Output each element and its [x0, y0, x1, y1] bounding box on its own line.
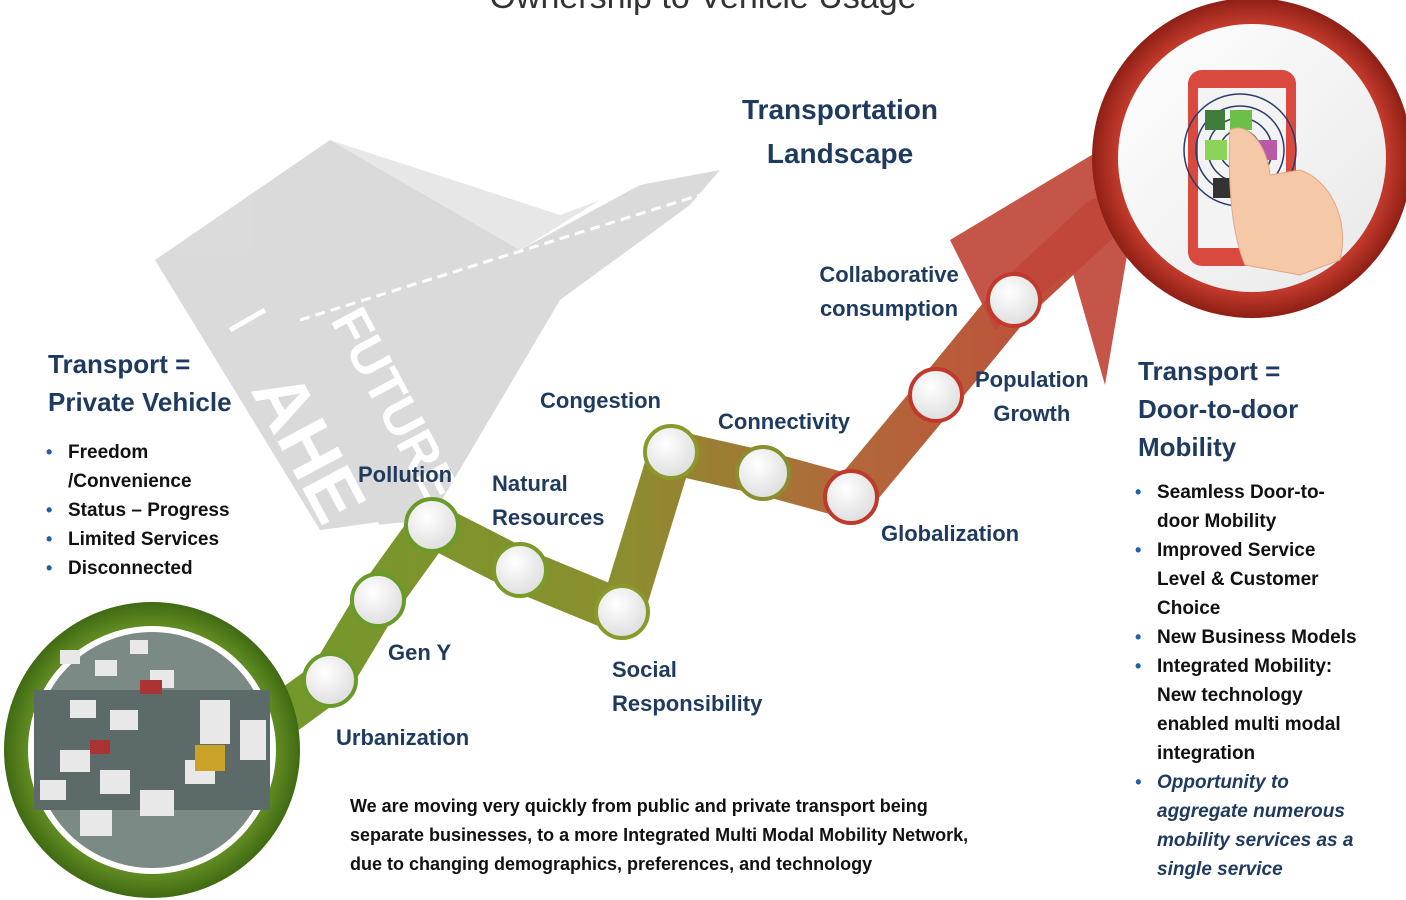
step-gen-y: Gen Y — [388, 640, 452, 665]
traffic-image — [4, 602, 300, 898]
right-heading: Transport = Door-to-door Mobility — [1138, 352, 1298, 466]
node-congestion — [643, 424, 699, 480]
node-collaborative-consumption — [986, 272, 1042, 328]
left-bullet: Status – Progress — [46, 496, 230, 525]
step-natural-line2: Resources — [492, 505, 605, 530]
right-bullet-italic: Opportunity to — [1135, 768, 1357, 797]
right-bullet: New Business Models — [1135, 623, 1357, 652]
landscape-line2: Landscape — [766, 138, 914, 169]
right-bullet-cont: Choice — [1157, 598, 1221, 619]
step-urbanization: Urbanization — [336, 725, 470, 750]
right-bullet: Seamless Door-to- — [1135, 478, 1357, 507]
left-heading-line2: Private Vehicle — [48, 387, 232, 417]
step-collab-line1: Collaborative — [819, 262, 959, 287]
step-pollution: Pollution — [358, 462, 453, 487]
right-heading-line2: Door-to-door — [1138, 394, 1299, 424]
node-natural-resources — [492, 542, 548, 598]
summary-note: We are moving very quickly from public a… — [350, 792, 968, 879]
left-heading: Transport = Private Vehicle — [48, 345, 232, 421]
right-bullet-cont: Level & Customer — [1157, 569, 1319, 590]
node-social-responsibility — [594, 584, 650, 640]
summary-line1: We are moving very quickly from public a… — [350, 796, 928, 816]
right-bullet-cont: New technology — [1157, 685, 1303, 706]
right-heading-line3: Mobility — [1138, 432, 1237, 462]
step-natural-resources: Natural Resources — [492, 467, 605, 535]
summary-line2: separate businesses, to a more Integrate… — [350, 825, 969, 845]
smartphone-image — [1092, 0, 1406, 318]
right-bullet-cont: integration — [1157, 743, 1256, 764]
left-bullet: Disconnected — [46, 554, 230, 583]
node-connectivity — [735, 445, 791, 501]
step-social-line1: Social — [612, 657, 677, 682]
right-bullet-list: Seamless Door-to- door Mobility Improved… — [1135, 478, 1357, 884]
right-bullet-cont: enabled multi modal — [1157, 714, 1341, 735]
right-bullet: Improved Service — [1135, 536, 1357, 565]
node-pollution — [404, 497, 460, 553]
step-globalization: Globalization — [881, 521, 1020, 546]
left-bullet-cont: /Convenience — [68, 471, 192, 492]
summary-line3: due to changing demographics, preference… — [350, 854, 873, 874]
step-congestion: Congestion — [540, 388, 661, 413]
right-heading-line1: Transport = — [1138, 356, 1281, 386]
right-bullet-italic-cont: single service — [1157, 859, 1283, 880]
right-bullet: Integrated Mobility: — [1135, 652, 1357, 681]
left-bullet: Freedom — [46, 438, 230, 467]
landscape-heading: Transportation Landscape — [700, 88, 980, 176]
step-natural-line1: Natural — [492, 471, 568, 496]
landscape-line1: Transportation — [741, 94, 938, 125]
left-heading-line1: Transport = — [48, 349, 191, 379]
left-bullet: Limited Services — [46, 525, 230, 554]
step-collab-line2: consumption — [819, 296, 959, 321]
page-title: Ownership to Vehicle Usage — [0, 0, 1406, 17]
right-bullet-cont: door Mobility — [1157, 511, 1277, 532]
step-connectivity: Connectivity — [718, 409, 851, 434]
left-bullet-list: Freedom /Convenience Status – Progress L… — [46, 438, 230, 583]
right-bullet-italic-cont: mobility services as a — [1157, 830, 1354, 851]
step-population-line2: Growth — [993, 401, 1071, 426]
step-social-line2: Responsibility — [612, 691, 763, 716]
path-nodes — [302, 272, 1042, 708]
step-social-responsibility: Social Responsibility — [612, 653, 762, 721]
step-collaborative-consumption: Collaborative consumption — [808, 258, 970, 326]
node-gen-y — [350, 572, 406, 628]
node-urbanization — [302, 652, 358, 708]
right-bullet-italic-cont: aggregate numerous — [1157, 801, 1345, 822]
node-population-growth — [908, 367, 964, 423]
node-globalization — [823, 469, 879, 525]
step-population-line1: Population — [975, 367, 1089, 392]
step-population-growth: Population Growth — [975, 363, 1089, 431]
